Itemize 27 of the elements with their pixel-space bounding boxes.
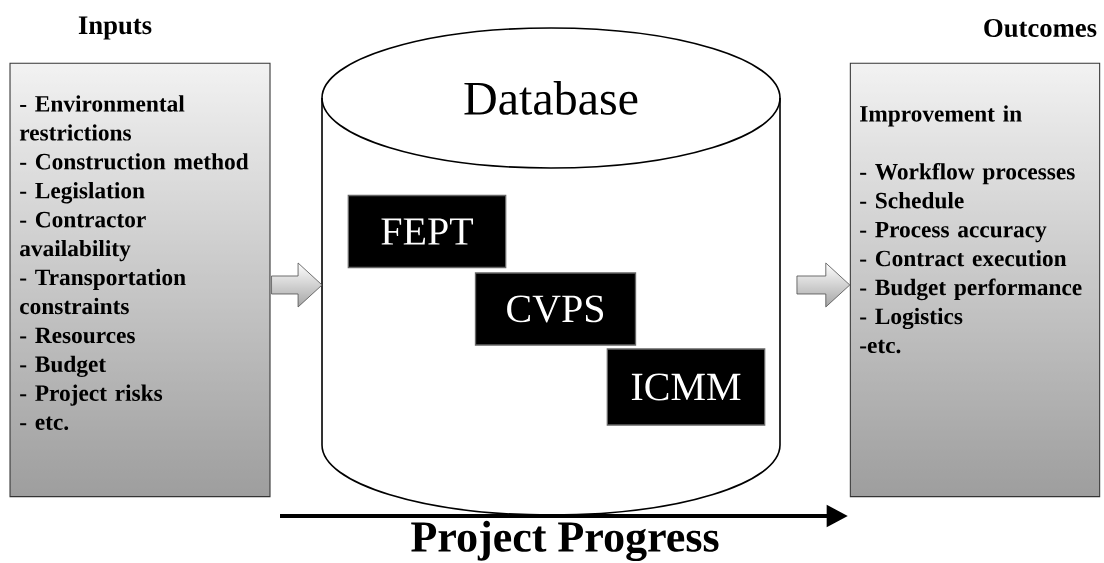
node-label: -etc. bbox=[860, 339, 901, 354]
node-label: - Workflow processes bbox=[860, 162, 1075, 185]
list-box: Improvement in - Workflow processes - Schedule - Process accuracy - Contract execution - Budget performance - Logistics -etc. bbox=[849, 62, 1101, 498]
node-label: Improvement in bbox=[860, 105, 1022, 127]
node-label: - Environmental restrictions bbox=[19, 95, 185, 141]
node-label: - Legislation bbox=[20, 182, 145, 204]
column-heading: Outcomes bbox=[984, 19, 1097, 37]
module-box: FEPT bbox=[347, 194, 507, 269]
node-label: - Budget bbox=[20, 355, 107, 377]
node-label: - Resources bbox=[20, 327, 135, 344]
axis-label: Project Progress bbox=[411, 520, 719, 562]
node-label: - Process accuracy bbox=[860, 221, 1047, 243]
node-label: - Construction method bbox=[20, 153, 249, 170]
node-label: - Schedule bbox=[860, 192, 964, 209]
node-label: - Transportation constraints bbox=[20, 268, 186, 315]
node-label: - Contractor availability bbox=[20, 211, 146, 262]
node-label: - Project risks bbox=[20, 384, 163, 406]
module-box: CVPS bbox=[474, 272, 637, 346]
block-arrow bbox=[271, 262, 323, 308]
node-label: - Logistics bbox=[860, 307, 963, 330]
block-arrow bbox=[796, 262, 851, 308]
column-heading: Inputs bbox=[78, 16, 152, 40]
module-box: ICMM bbox=[606, 348, 766, 426]
node-label: - Contract execution bbox=[860, 249, 1067, 267]
list-box: - Environmental restrictions - Construction method - Legislation - Contractor availability - Transportation constraints - Resources - Budget - Project risks - etc. bbox=[9, 62, 271, 498]
node-label: - Budget performance bbox=[860, 278, 1082, 301]
node-label: - etc. bbox=[20, 416, 69, 431]
